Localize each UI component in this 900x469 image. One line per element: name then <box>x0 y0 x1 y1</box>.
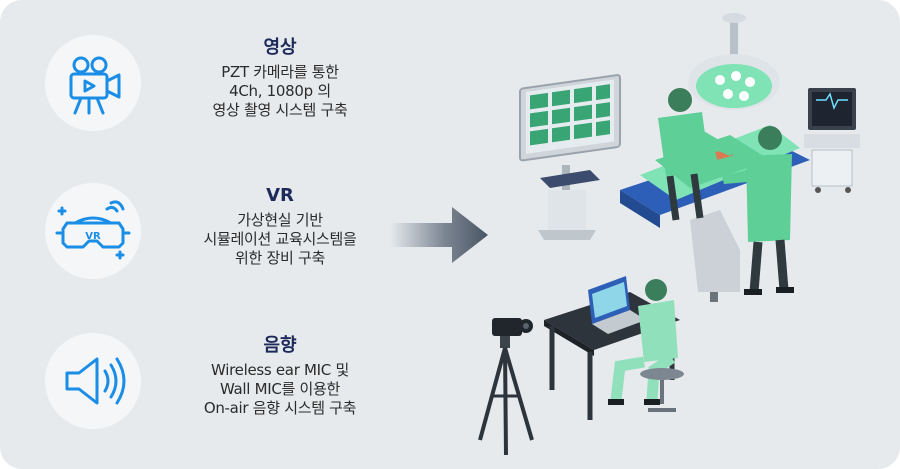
vital-monitor-cart <box>804 88 860 193</box>
video-wall-monitor <box>519 74 621 240</box>
right-arrow-icon <box>390 207 488 263</box>
feature-audio-title: 음향 <box>263 335 297 356</box>
student-figure <box>608 279 684 412</box>
feature-vr-title: VR <box>266 185 294 206</box>
feature-vr-line-1: 가상현실 기반 <box>237 211 323 229</box>
feature-vr-line-3: 위한 장비 구축 <box>235 249 325 267</box>
vr-badge-text: VR <box>85 231 101 242</box>
surgeon-figure-2 <box>722 126 794 295</box>
feature-audio: 음향 Wireless ear MIC 및 Wall MIC를 이용한 On-a… <box>175 335 385 418</box>
surgical-lamp <box>688 13 780 110</box>
speaker-icon <box>65 357 126 405</box>
camera-tripod <box>478 318 534 456</box>
feature-audio-line-3: On-air 음향 시스템 구축 <box>203 399 357 417</box>
feature-audio-line-2: Wall MIC를 이용한 <box>219 380 341 398</box>
feature-video-line-2: 4Ch, 1080p 의 <box>229 82 331 100</box>
feature-video: 영상 PZT 카메라를 통한 4Ch, 1080p 의 영상 촬영 시스템 구축 <box>175 37 385 120</box>
feature-vr-line-2: 시뮬레이션 교육시스템을 <box>203 230 357 248</box>
feature-audio-line-1: Wireless ear MIC 및 <box>211 361 349 379</box>
video-icon-circle <box>45 35 141 131</box>
operating-room-illustration <box>478 13 860 456</box>
video-camera-icon <box>69 56 121 115</box>
feature-vr: VR 가상현실 기반 시뮬레이션 교육시스템을 위한 장비 구축 <box>175 185 385 268</box>
audio-icon-circle <box>45 333 141 429</box>
feature-video-title: 영상 <box>263 37 297 58</box>
vr-icon-circle: VR <box>45 183 141 279</box>
feature-video-line-1: PZT 카메라를 통한 <box>221 63 339 81</box>
vr-headset-icon: VR <box>55 200 131 260</box>
surgeon-figure <box>658 88 736 221</box>
feature-video-line-3: 영상 촬영 시스템 구축 <box>212 101 348 119</box>
